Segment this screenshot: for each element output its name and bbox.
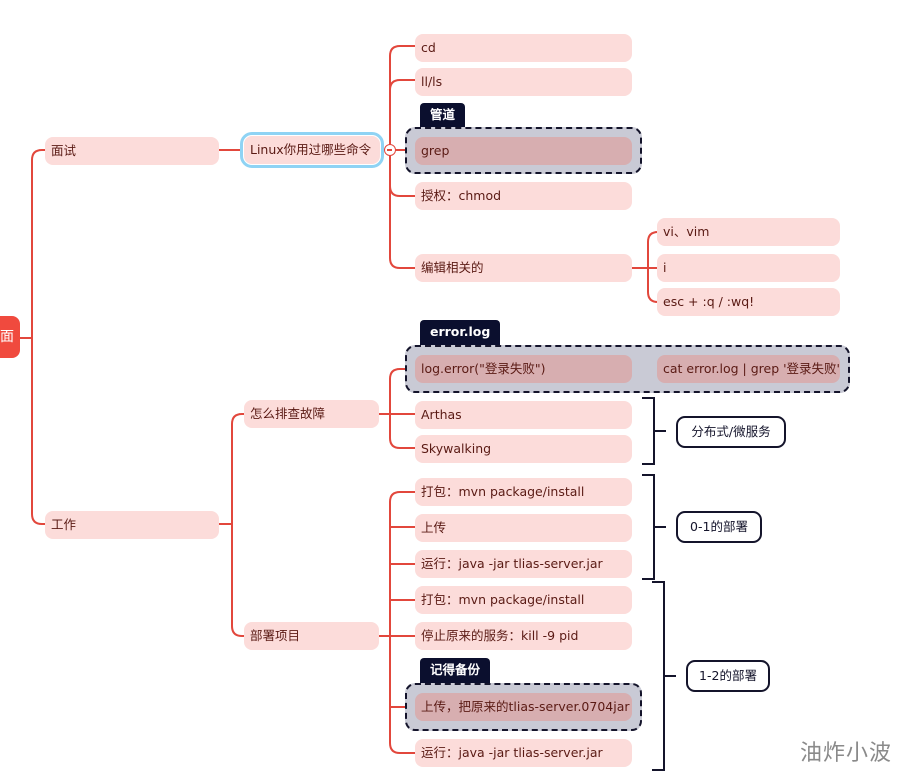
summary-bracket-distributed — [642, 397, 666, 465]
deploy-package-2[interactable]: 打包：mvn package/install — [415, 586, 632, 614]
deploy-run-1[interactable]: 运行：java -jar tlias-server.jar — [415, 550, 632, 578]
troubleshoot-grep-log[interactable]: cat error.log | grep '登录失败' — [657, 355, 840, 383]
branch-interview[interactable]: 面试 — [45, 137, 219, 165]
branch-work[interactable]: 工作 — [45, 511, 219, 539]
collapse-icon[interactable] — [384, 144, 396, 156]
topic-editing[interactable]: 编辑相关的 — [415, 254, 632, 282]
deploy-upload-1[interactable]: 上传 — [415, 514, 632, 542]
deploy-run-2[interactable]: 运行：java -jar tlias-server.jar — [415, 739, 632, 767]
edit-quit[interactable]: esc + :q / :wq! — [657, 288, 840, 316]
connector-work-subtopics — [217, 413, 247, 637]
troubleshoot-log-error[interactable]: log.error("登录失败") — [415, 355, 632, 383]
command-grep[interactable]: grep — [415, 137, 632, 165]
topic-troubleshoot[interactable]: 怎么排查故障 — [244, 400, 379, 428]
summary-bracket-1-2 — [652, 581, 676, 771]
connector-edit-items — [631, 231, 661, 303]
tag-backup: 记得备份 — [420, 658, 491, 684]
summary-deploy-1-2[interactable]: 1-2的部署 — [686, 660, 770, 692]
deploy-package-1[interactable]: 打包：mvn package/install — [415, 478, 632, 506]
command-cd[interactable]: cd — [415, 34, 632, 62]
command-ll-ls[interactable]: ll/ls — [415, 68, 632, 96]
root-node[interactable]: 面 — [0, 316, 20, 358]
connector-root-work — [31, 337, 47, 525]
command-chmod[interactable]: 授权：chmod — [415, 182, 632, 210]
topic-linux-commands[interactable]: Linux你用过哪些命令 — [240, 132, 384, 168]
watermark-text: 油炸小波 — [800, 741, 893, 766]
troubleshoot-skywalking[interactable]: Skywalking — [415, 435, 632, 463]
deploy-stop-service[interactable]: 停止原来的服务：kill -9 pid — [415, 622, 632, 650]
connector-root-interview — [31, 149, 47, 339]
deploy-upload-backup[interactable]: 上传，把原来的tlias-server.0704jar — [415, 693, 632, 721]
summary-distributed[interactable]: 分布式/微服务 — [676, 416, 786, 448]
troubleshoot-arthas[interactable]: Arthas — [415, 401, 632, 429]
summary-deploy-0-1[interactable]: 0-1的部署 — [676, 511, 762, 543]
summary-bracket-0-1 — [642, 474, 666, 580]
tag-error-log: error.log — [420, 320, 501, 346]
tag-pipe: 管道 — [420, 103, 466, 129]
edit-insert[interactable]: i — [657, 254, 840, 282]
edit-vi-vim[interactable]: vi、vim — [657, 218, 840, 246]
topic-deploy[interactable]: 部署项目 — [244, 622, 379, 650]
